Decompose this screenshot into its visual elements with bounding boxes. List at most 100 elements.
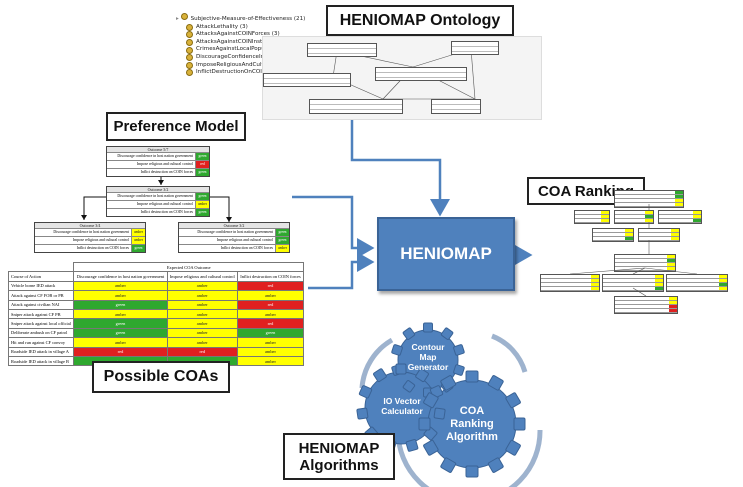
gear-tooth [505,439,521,456]
preference-card-header: Outcome 3/2 [223,223,245,228]
ranking-node [638,228,680,242]
ontology-tree-item: AttacksAgainstCOINInstallations (3) [186,39,340,47]
coa-outcome-cell: amber [166,299,238,310]
preference-value: amber [275,245,289,252]
ontology-title: HENIOMAP Ontology [326,5,514,36]
ontology-item-label: CrimesAgainstLocalPopulationPersons (3) [196,46,312,53]
preference-card-row: Discourage confidence in host nation gov… [35,228,145,236]
preference-value: green [195,169,209,176]
ranking-node-row [541,275,599,279]
gear-tooth [423,392,439,409]
ranking-node-row [615,255,675,259]
gear-tooth [391,344,403,356]
coa-outcome-cell: amber [73,337,168,348]
coa-outcome-cell: amber [166,318,238,329]
coa-outcome-cell: red [236,299,305,310]
gear-tooth [465,370,479,383]
ontology-node [309,99,403,114]
coa-name-cell: Roadside IED attack in village A [7,346,75,357]
preference-value: green [275,237,289,244]
coa-name-cell: Attack against CF FOB or PB [7,290,75,301]
ranking-node [614,210,654,224]
ranking-node-row [667,279,727,283]
gear-tooth [373,368,387,383]
class-icon [186,61,193,69]
ranking-node-row [615,301,677,305]
preference-value: green [195,153,209,160]
ranking-node-row [593,233,633,237]
ranking-node-row [615,309,677,313]
ontology-item-label: AttackLethality (3) [196,23,248,30]
gear-label-line: IO Vector [383,396,421,406]
class-icon [186,31,193,39]
ontology-tree-item: CrimesAgainstLocalPopulationPersons (3) [186,46,340,54]
ranking-node-row [615,203,683,207]
preference-card-header: Outcome 5/7 [147,147,169,152]
coa-col-header: Course of Action [7,271,75,282]
coa-outcome-cell: amber [166,327,238,339]
ranking-node [614,190,684,208]
cycle-arc-bottom [395,429,543,487]
ranking-node [614,254,676,272]
coa-outcome-cell: green [236,327,305,339]
coa-table: Expected COA Outcome Course of Action Di… [7,261,305,367]
ontology-item-label: AttacksAgainstCOINForces (3) [196,31,280,38]
gear-tooth [487,457,504,473]
ranking-node-row [603,279,663,283]
coa-name-cell: Sniper attack against CF PB [7,308,75,320]
gear-tooth [423,322,433,333]
coa-table-group-header: Expected COA Outcome [73,261,304,273]
ranking-node-row [659,215,701,219]
coa-outcome-cell: amber [236,337,305,348]
gear-tooth [402,380,416,393]
ranking-node [602,274,664,292]
coa-outcome-cell: red [73,346,168,357]
preference-value: green [195,209,209,216]
ranking-node-row [639,233,679,237]
coa-table-spacer [9,263,74,272]
gear-label-line: Calculator [381,406,423,416]
ranking-node-row [541,283,599,287]
gear-tooth [453,344,465,356]
class-icon [186,46,193,54]
ranking-node-row [615,195,683,199]
gear-tooth [423,439,439,456]
preference-card-row: Discourage confidence in host nation gov… [107,192,209,200]
preference-card-header: Outcome 3/4 [79,223,101,228]
coa-outcome-cell: green [73,299,168,310]
ranking-node-row [575,215,609,219]
gear-tooth [405,439,419,452]
class-icon [180,13,188,20]
contour-gear-label: Contour Map Generator [397,342,459,372]
ranking-node-row [659,211,701,215]
ranking-node-row [541,287,599,291]
ontology-item-label: ImposeReligiousAndCulturalControl (3) [196,61,305,68]
coa-col-header: Impose religious and cultural control [166,271,238,282]
ranking-node [666,274,728,292]
ranking-node-row [615,297,677,301]
ranking-node-row [639,237,679,241]
ontology-node [307,43,377,57]
algorithm-gears [356,322,526,478]
coa-outcome-cell: red [236,280,305,292]
ranking-node [658,210,702,224]
coa-col-header: Inflict destruction on COIN forces [236,271,305,282]
gear-tooth [440,375,457,391]
gear-label-line: Ranking [450,418,494,430]
coa-outcome-cell: green [73,318,168,329]
preference-value: red [195,161,209,168]
ontology-root-label: Subjective-Measure-of-Effectiveness (21) [190,16,306,22]
preference-criterion: Discourage confidence in host nation gov… [117,154,193,158]
coa-name-cell: Deliberate ambush on CF patrol [7,327,75,339]
coa-col-header: Discourage confidence in host nation gov… [73,271,168,282]
preference-value: green [131,245,145,252]
ranking-node-row [615,305,677,309]
